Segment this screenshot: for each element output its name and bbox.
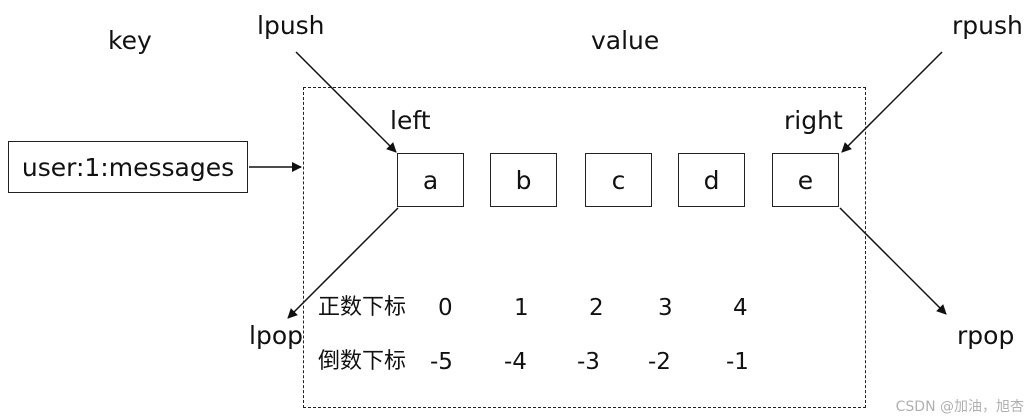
positive-index-4: 4	[733, 295, 748, 321]
list-element-text: c	[611, 165, 626, 195]
list-element-c: c	[585, 153, 652, 207]
list-element-text: e	[797, 165, 814, 195]
positive-index-3: 3	[658, 295, 673, 321]
list-element-text: a	[422, 165, 439, 195]
left-end-label: left	[390, 106, 431, 135]
key-name-box: user:1:messages	[8, 141, 248, 193]
value-list-area	[303, 87, 866, 408]
list-element-a: a	[397, 153, 464, 207]
lpop-label: lpop	[249, 321, 303, 350]
key-name-text: user:1:messages	[21, 152, 235, 182]
negative-index-4: -1	[726, 349, 749, 375]
positive-index-label: 正数下标	[318, 295, 407, 320]
watermark: CSDN @加油，旭杏	[895, 399, 1024, 415]
negative-index-2: -3	[577, 349, 600, 375]
positive-index-0: 0	[438, 295, 453, 321]
lpush-arrow	[295, 51, 397, 153]
list-element-b: b	[490, 153, 557, 207]
positive-index-2: 2	[589, 295, 604, 321]
lpop-arrow	[287, 207, 399, 319]
key-heading: key	[108, 26, 152, 55]
list-element-text: d	[703, 165, 720, 195]
negative-index-3: -2	[648, 349, 671, 375]
list-element-e: e	[772, 153, 839, 207]
negative-index-0: -5	[430, 349, 453, 375]
rpop-label: rpop	[957, 321, 1015, 350]
negative-index-1: -4	[504, 349, 527, 375]
negative-index-label: 倒数下标	[318, 349, 407, 374]
list-element-text: b	[515, 165, 532, 195]
rpush-label: rpush	[952, 11, 1023, 40]
value-heading: value	[591, 26, 660, 55]
rpop-arrow	[839, 207, 947, 315]
lpush-label: lpush	[257, 11, 325, 40]
positive-index-1: 1	[514, 295, 529, 321]
rpush-arrow	[841, 51, 943, 153]
right-end-label: right	[784, 106, 843, 135]
list-element-d: d	[678, 153, 745, 207]
